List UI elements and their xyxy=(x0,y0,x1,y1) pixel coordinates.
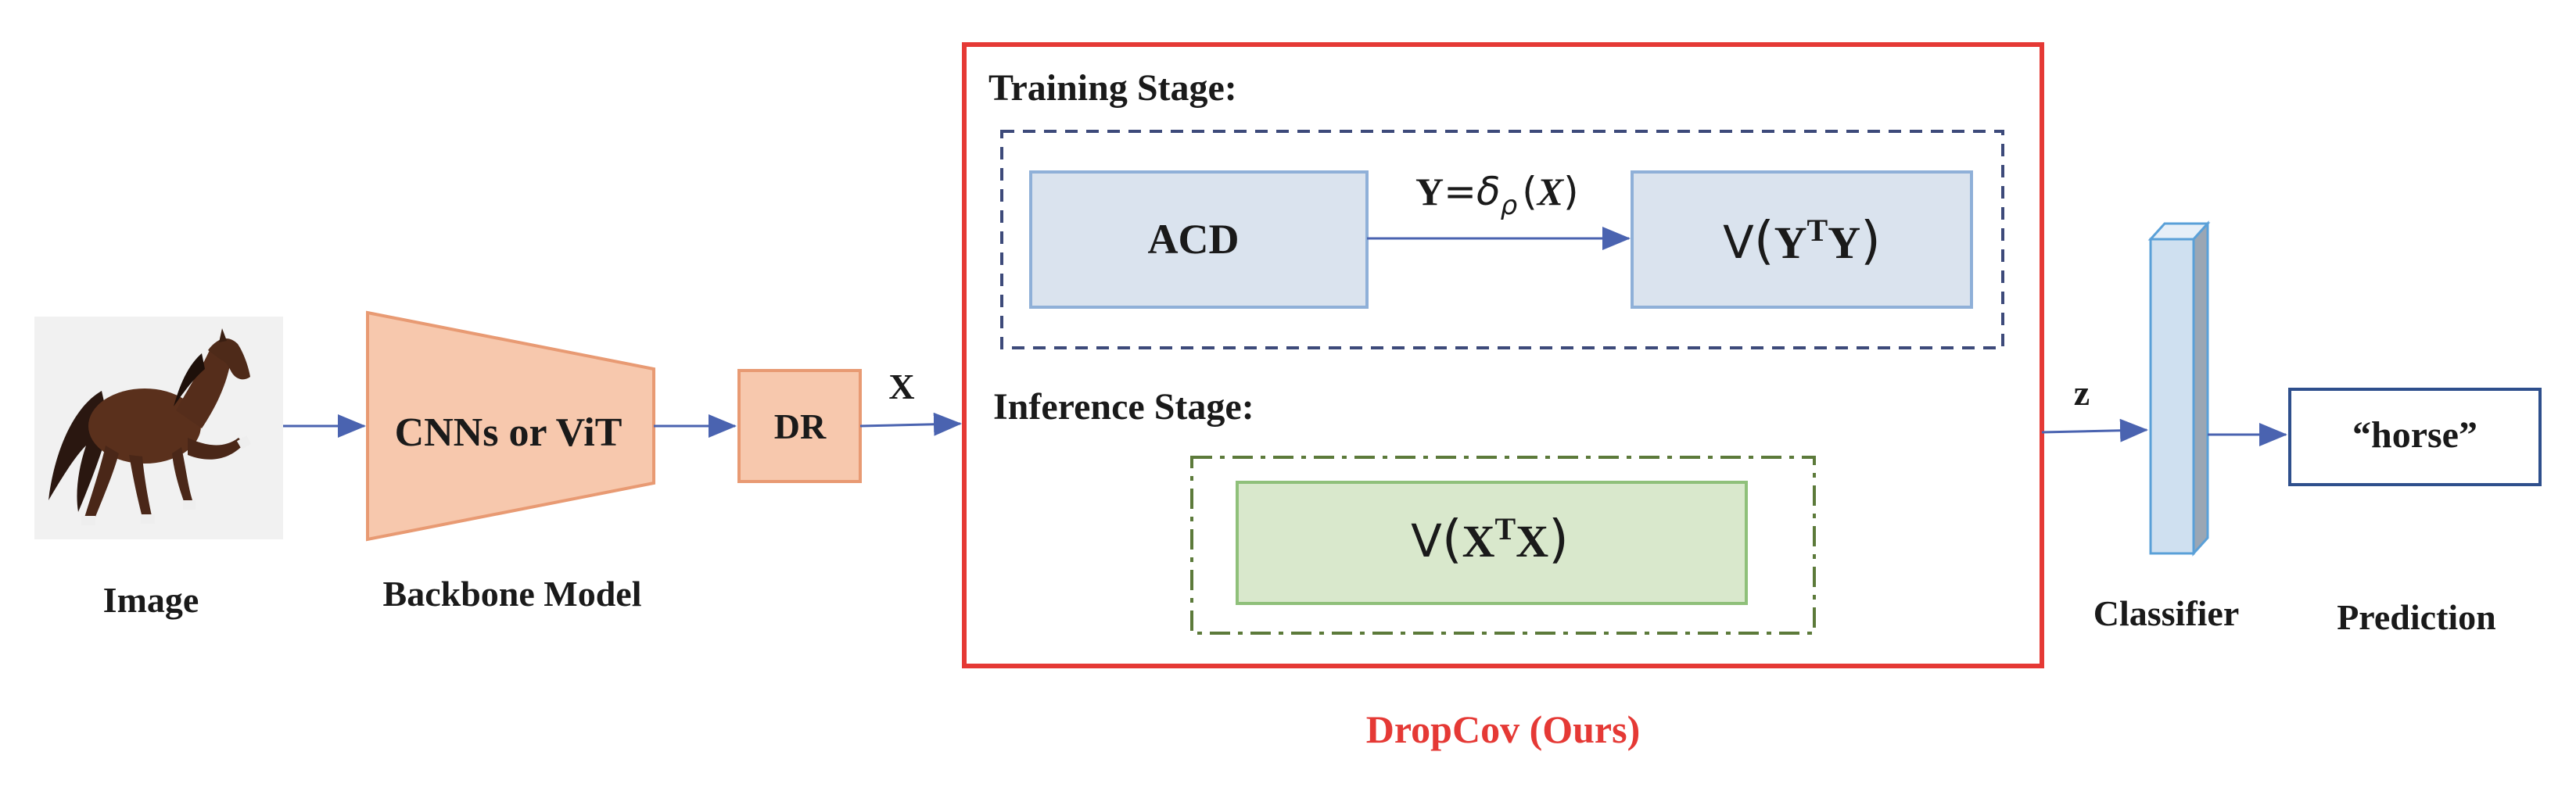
prediction-box xyxy=(2288,388,2542,486)
acd-label: ACD xyxy=(1148,216,1240,263)
training-stage-box xyxy=(1000,130,2004,349)
cov-pooling-block-inference xyxy=(1236,481,1748,605)
input-image xyxy=(34,317,283,539)
cov-pooling-block-training xyxy=(1631,170,1973,309)
prediction-label: “horse” xyxy=(2352,414,2477,456)
training-cov-formula: V(YTY) xyxy=(1723,210,1881,270)
prediction-caption: Prediction xyxy=(2337,597,2496,637)
training-stage-label: Training Stage: xyxy=(988,67,1237,109)
dropcov-caption: DropCov (Ours) xyxy=(1366,707,1640,751)
inference-stage-box xyxy=(1190,456,1816,635)
dropout-equation: Y=δρ(X) xyxy=(1415,169,1579,221)
backbone-caption: Backbone Model xyxy=(383,574,642,614)
horse-icon xyxy=(48,328,252,525)
arrow-dropcov-to-classifier xyxy=(2041,418,2148,442)
inference-cov-formula: V(XTX) xyxy=(1411,509,1569,569)
acd-block xyxy=(1029,170,1369,309)
arrow-dr-to-dropcov xyxy=(859,412,962,436)
inference-stage-label: Inference Stage: xyxy=(993,386,1254,428)
dropcov-container xyxy=(962,42,2044,668)
classifier-caption: Classifier xyxy=(2093,593,2240,633)
image-caption: Image xyxy=(103,580,199,620)
dr-block xyxy=(737,369,862,483)
z-symbol: z xyxy=(2074,373,2090,413)
backbone-block xyxy=(366,310,655,542)
dr-label: DR xyxy=(774,406,827,446)
backbone-label: CNNs or ViT xyxy=(395,410,622,455)
x-symbol: X xyxy=(888,367,914,406)
classifier-bar xyxy=(2147,220,2211,557)
